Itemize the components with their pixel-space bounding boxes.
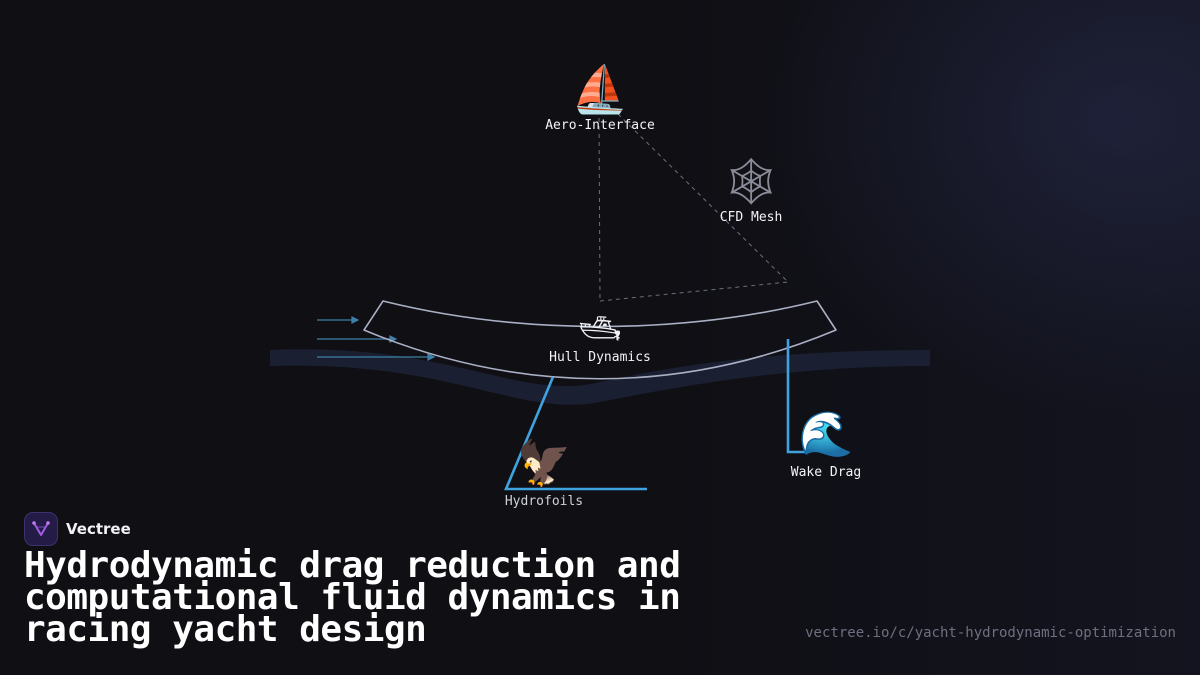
brand-name: Vectree <box>66 520 131 538</box>
node-label: CFD Mesh <box>719 210 783 225</box>
node-hull-dynamics: 🛥 Hull Dynamics <box>549 312 651 365</box>
node-cfd-mesh: 🕸 CFD Mesh <box>720 158 783 225</box>
brand: Vectree <box>24 512 131 546</box>
connector-hull-cfd <box>599 281 789 302</box>
connector-aero-hull <box>598 117 601 302</box>
node-label: Hull Dynamics <box>549 350 651 365</box>
node-label: Wake Drag <box>790 465 862 480</box>
wake-strut <box>786 339 806 454</box>
motorboat-icon: 🛥 <box>578 309 622 349</box>
hydrofoil-strut <box>504 376 647 491</box>
vectree-logo-icon <box>24 512 58 546</box>
dashed-connectors <box>598 113 789 302</box>
node-label: Hydrofoils <box>504 494 584 509</box>
hull-outline <box>363 300 837 380</box>
node-label: Aero-Interface <box>545 118 655 133</box>
wave-icon: 🌊 <box>798 409 854 460</box>
node-wake-drag: 🌊 Wake Drag <box>790 409 862 481</box>
water-band <box>270 349 930 405</box>
eagle-icon: 🦅 <box>516 438 572 489</box>
page-title: Hydrodynamic drag reduction and computat… <box>24 545 681 650</box>
flow-arrows <box>317 316 436 361</box>
node-aero-interface: ⛵ Aero-Interface <box>545 66 655 133</box>
spiderweb-icon: 🕸 <box>721 154 781 208</box>
sailboat-icon: ⛵ <box>571 62 629 116</box>
page-url[interactable]: vectree.io/c/yacht-hydrodynamic-optimiza… <box>805 625 1176 641</box>
node-hydrofoils: 🦅 Hydrofoils <box>504 438 584 510</box>
